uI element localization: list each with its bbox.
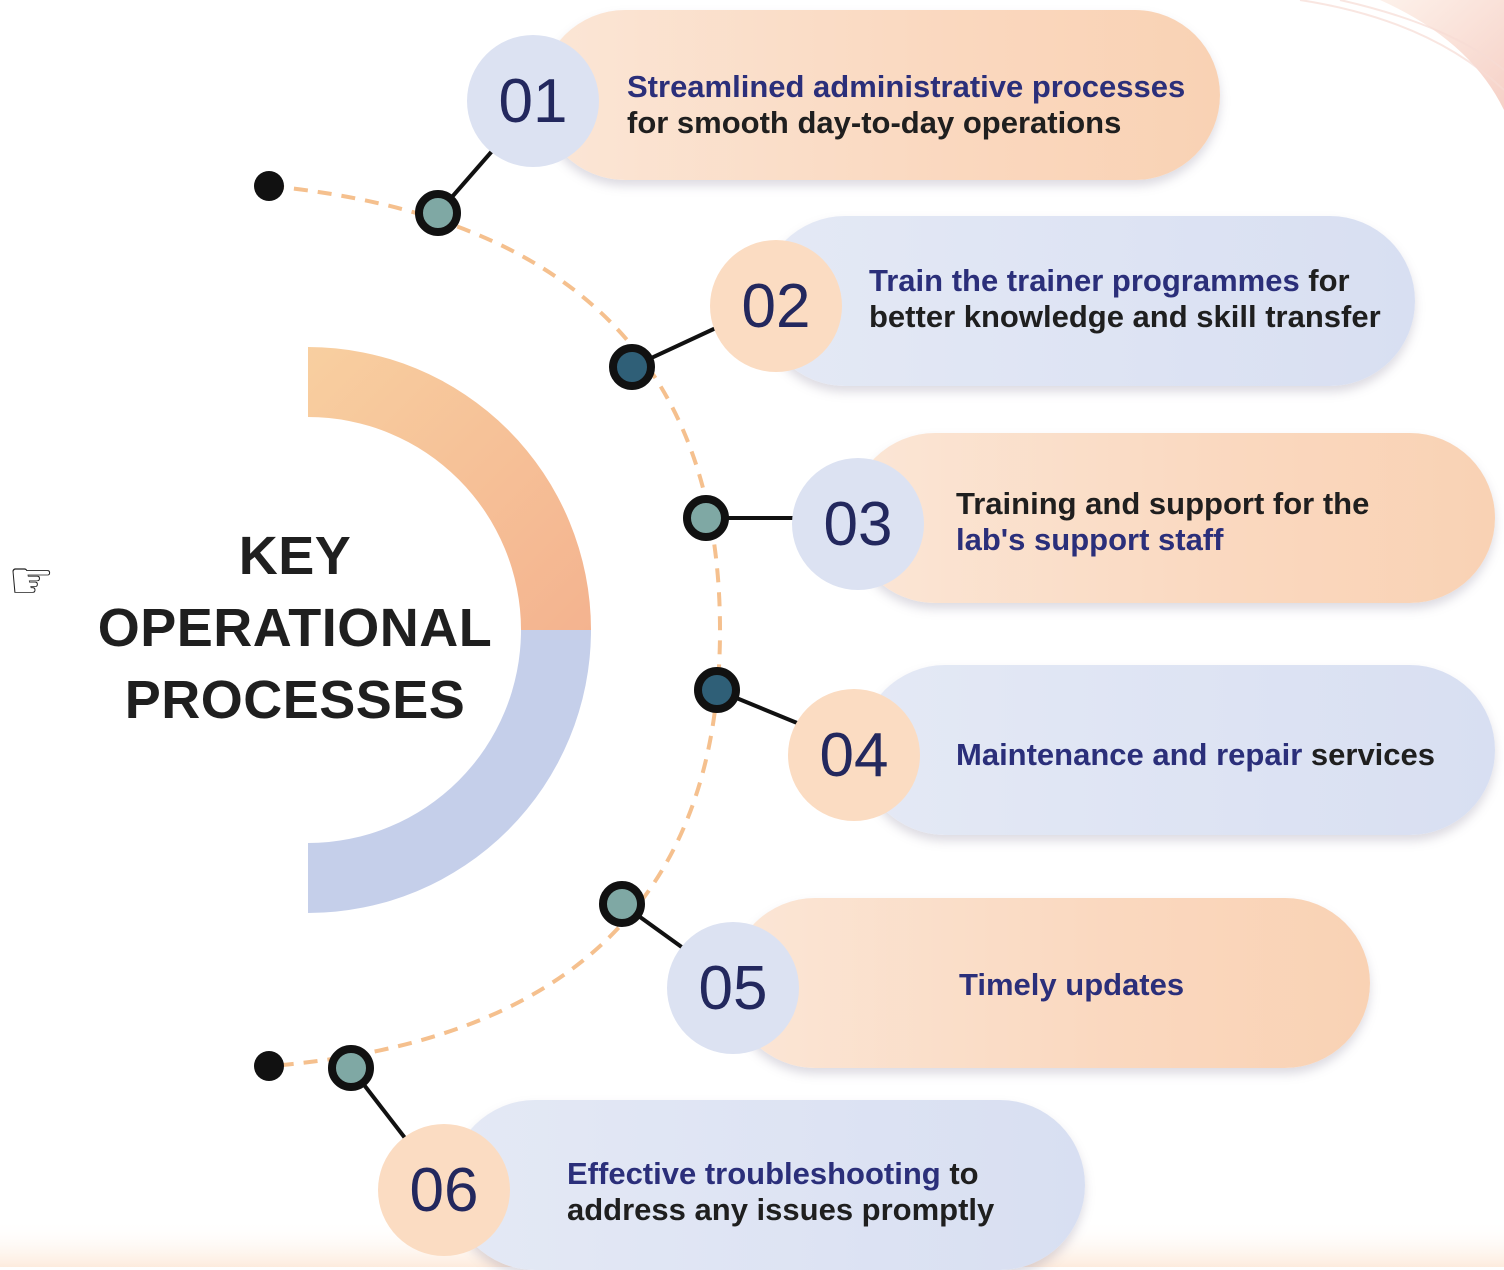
process-text-02: Train the trainer programmes for better … [869, 263, 1381, 335]
end-dot-bottom [254, 1051, 284, 1081]
process-detail-01: for smooth day-to-day operations [627, 105, 1122, 140]
process-card-05 [730, 898, 1370, 1068]
process-text-03: Training and support for the lab's suppo… [956, 486, 1369, 558]
node-06 [328, 1045, 374, 1091]
process-highlight-02: Train the trainer programmes [869, 263, 1300, 298]
number-badge-04: 04 [788, 689, 920, 821]
process-text-06: Effective troubleshooting to address any… [567, 1156, 994, 1228]
process-highlight-06: Effective troubleshooting [567, 1156, 941, 1191]
process-inline-02: for [1299, 263, 1350, 298]
number-badge-02: 02 [710, 240, 842, 372]
process-card-01 [540, 10, 1220, 180]
page-title: KEY OPERATIONAL PROCESSES [60, 520, 530, 736]
number-badge-06: 06 [378, 1124, 510, 1256]
process-card-04 [860, 665, 1495, 835]
process-highlight-01: Streamlined administrative processes [627, 69, 1186, 104]
process-detail-06: address any issues promptly [567, 1192, 995, 1227]
process-text-05: Timely updates [959, 967, 1184, 1003]
process-text-01: Streamlined administrative processes for… [627, 69, 1185, 141]
node-01 [415, 190, 461, 236]
node-02 [609, 344, 655, 390]
half-ring-top [308, 347, 591, 630]
pointing-hand-icon: ☞ [8, 551, 55, 611]
process-detail-02: better knowledge and skill transfer [869, 299, 1381, 334]
end-dot-top [254, 171, 284, 201]
number-badge-05: 05 [667, 922, 799, 1054]
process-highlight-03: lab's support staff [956, 522, 1224, 557]
corner-stripes [1299, 0, 1504, 91]
title-line-3: PROCESSES [124, 670, 466, 730]
node-04 [694, 667, 740, 713]
number-badge-03: 03 [792, 458, 924, 590]
process-highlight-04: Maintenance and repair [956, 737, 1303, 772]
node-03 [683, 495, 729, 541]
process-inline-04: services [1302, 737, 1436, 772]
title-line-2: OPERATIONAL [97, 598, 493, 658]
half-ring-bottom [308, 630, 591, 913]
node-05 [599, 881, 645, 927]
dashed-arc [269, 184, 723, 1068]
corner-decoration [1380, 0, 1504, 110]
process-card-03 [850, 433, 1495, 603]
process-lead-03: Training and support for the [956, 486, 1370, 521]
number-badge-01: 01 [467, 35, 599, 167]
process-card-06 [450, 1100, 1085, 1270]
process-inline-06: to [940, 1156, 979, 1191]
process-highlight-05: Timely updates [959, 967, 1185, 1002]
process-text-04: Maintenance and repair services [956, 737, 1435, 773]
process-card-02 [760, 216, 1415, 386]
title-line-1: KEY [238, 526, 352, 586]
